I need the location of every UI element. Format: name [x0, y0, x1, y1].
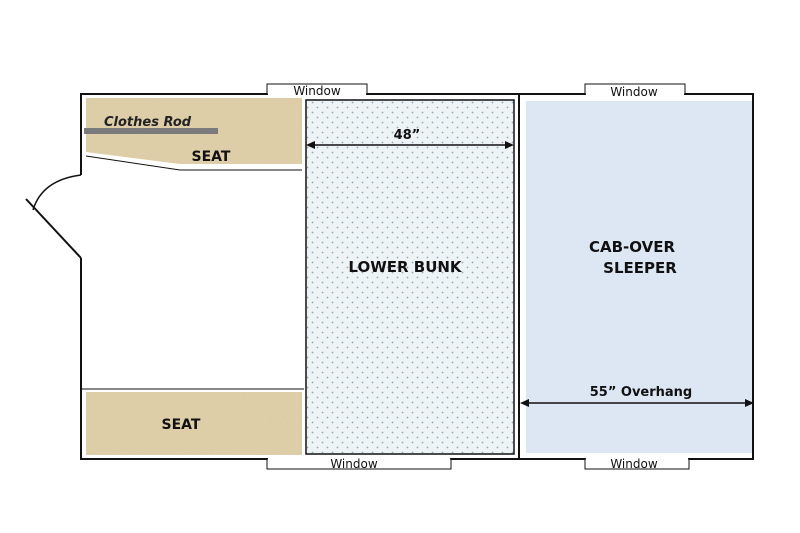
cabover-label-line1: CAB-OVER: [589, 238, 675, 256]
seat-top-label: SEAT: [192, 149, 231, 165]
cabover-label-line2: SLEEPER: [603, 259, 677, 277]
cabover-sleeper: [526, 101, 752, 453]
clothes-rod-label: Clothes Rod: [104, 115, 192, 130]
window-bottom-left-label: Window: [330, 457, 378, 471]
bunk-width-label: 48”: [394, 128, 421, 143]
window-top-right-label: Window: [610, 85, 658, 99]
overhang-dimension: [520, 399, 754, 407]
overhang-label: 55” Overhang: [590, 385, 693, 400]
outer-walls: [25, 93, 754, 460]
lower-bunk-label: LOWER BUNK: [348, 258, 463, 276]
bunk-width-dimension: [306, 141, 514, 149]
clothes-rod: [84, 128, 218, 134]
seat-bottom-label: SEAT: [162, 417, 201, 433]
window-bottom-right-label: Window: [610, 457, 658, 471]
window-top-left-label: Window: [293, 84, 341, 98]
